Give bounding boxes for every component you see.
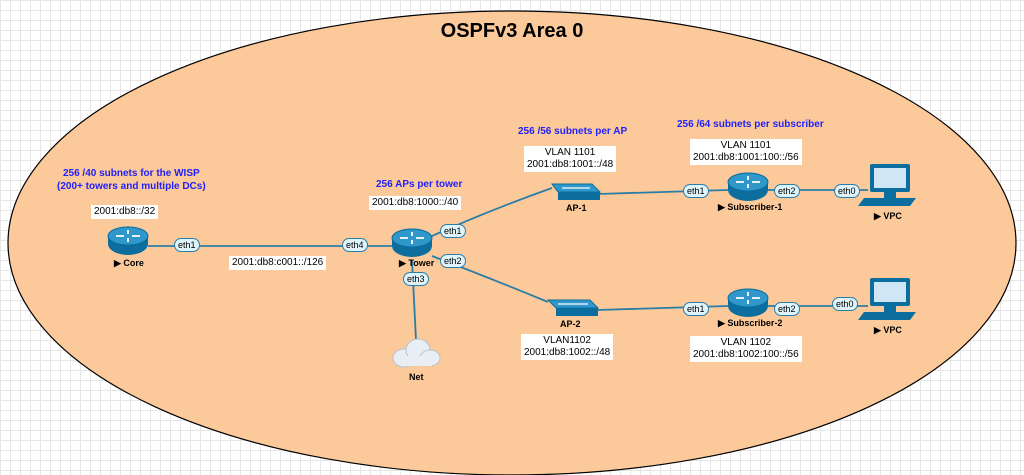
vpc-1-computer-icon[interactable] [858,164,916,206]
ap-2-prefix: 2001:db8:1002::/48 [524,347,611,358]
ap-1-vlan: VLAN 1101 [544,147,596,158]
ap-2-address-label: VLAN1102 2001:db8:1002::/48 [521,334,614,360]
ap-1-prefix: 2001:db8:1001::/48 [527,159,614,170]
subscriber-2-prefix: 2001:db8:1002:100::/56 [693,349,799,360]
net-node-label: Net [409,372,424,382]
diagram-title: OSPFv3 Area 0 [440,20,584,42]
ap-1-address-label: VLAN 1101 2001:db8:1001::/48 [524,146,617,172]
tower-eth4-badge[interactable]: eth4 [342,238,368,252]
subscriber-2-eth1-badge[interactable]: eth1 [683,302,709,316]
net-cloud-icon[interactable] [392,338,441,368]
subscriber-1-prefix: 2001:db8:1001:100::/56 [693,152,799,163]
subscriber-1-name: Subscriber-1 [727,202,783,212]
subscriber-2-address-label: VLAN 1102 2001:db8:1002:100::/56 [690,336,802,362]
core-router-icon[interactable] [107,226,149,255]
ap-1-node-label: AP-1 [566,203,587,213]
wisp-note: 256 /40 subnets for the WISP (200+ tower… [57,167,206,193]
tower-eth3-badge[interactable]: eth3 [403,272,429,286]
subscriber-1-node-label: ▶ Subscriber-1 [718,202,783,212]
subscriber-2-node-label: ▶ Subscriber-2 [718,318,783,328]
ospf-area-ellipse [7,10,1017,475]
core-name: Core [123,258,144,268]
subscriber-2-router-icon[interactable] [727,288,769,317]
vpc-2-name: VPC [883,325,902,335]
ap-2-node-label: AP-2 [560,319,581,329]
vpc-2-node-label: ▶ VPC [874,325,902,335]
tower-address-label: 2001:db8:1000::/40 [369,196,462,210]
core-node-label: ▶ Core [114,258,144,268]
tower-eth1-badge[interactable]: eth1 [440,224,466,238]
subscriber-1-address-label: VLAN 1101 2001:db8:1001:100::/56 [690,139,802,165]
vpc-1-name: VPC [883,211,902,221]
vpc-2-eth0-badge[interactable]: eth0 [832,297,858,311]
core-address-label: 2001:db8::/32 [91,205,159,219]
tower-eth2-badge[interactable]: eth2 [440,254,466,268]
per-ap-note: 256 /56 subnets per AP [518,126,628,137]
core-tower-link-address-label: 2001:db8:c001::/126 [229,256,327,270]
subscriber-2-eth2-badge[interactable]: eth2 [774,302,800,316]
subscriber-2-vlan: VLAN 1102 [720,337,772,348]
ap-2-switch-icon[interactable] [546,299,600,316]
tower-name: Tower [408,258,435,268]
aps-per-tower-note: 256 APs per tower [376,179,463,190]
vpc-2-computer-icon[interactable] [858,278,916,320]
tower-router-icon[interactable] [391,228,433,257]
per-subscriber-note: 256 /64 subnets per subscriber [677,119,824,130]
subscriber-1-eth2-badge[interactable]: eth2 [774,184,800,198]
wisp-note-line-2: (200+ towers and multiple DCs) [57,181,206,192]
tower-node-label: ▶ Tower [399,258,435,268]
subscriber-1-eth1-badge[interactable]: eth1 [683,184,709,198]
vpc-1-eth0-badge[interactable]: eth0 [834,184,860,198]
subscriber-1-router-icon[interactable] [727,172,769,201]
ap-2-vlan: VLAN1102 [543,335,591,346]
subscriber-1-vlan: VLAN 1101 [720,140,772,151]
ap-1-switch-icon[interactable] [551,183,602,200]
vpc-1-node-label: ▶ VPC [874,211,902,221]
wisp-note-line-1: 256 /40 subnets for the WISP [62,168,200,179]
subscriber-2-name: Subscriber-2 [727,318,783,328]
core-eth1-badge[interactable]: eth1 [174,238,200,252]
